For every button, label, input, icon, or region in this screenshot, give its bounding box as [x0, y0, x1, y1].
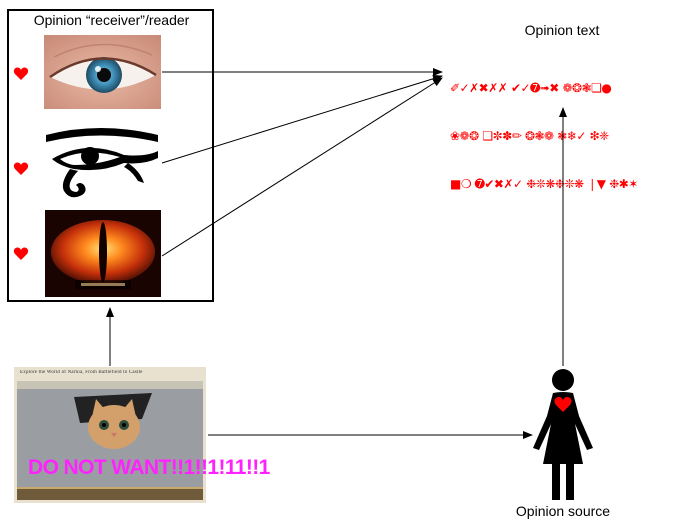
- ceiling-cat-illustration: [14, 367, 206, 503]
- glyph-line: ❀❁❂ ❏✼✽✏ ❂❃❁ ❃❄✓ ❇❈: [450, 129, 609, 143]
- opinion-glyph-text: ✐✓✗✖✗✗ ✔✓➐➟✖ ❁❂❃❏● ❀❁❂ ❏✼✽✏ ❂❃❁ ❃❄✓ ❇❈ ■…: [450, 48, 675, 208]
- dnw-caption: DO NOT WANT!!1!!1!11!!1: [28, 456, 270, 479]
- human-eye-image: [44, 35, 161, 109]
- narnia-header: Explore the World of Narnia, From Battle…: [20, 370, 143, 375]
- receiver-title: Opinion “receiver”/reader: [33, 12, 190, 28]
- eye-of-sauron-image: [45, 210, 161, 297]
- woman-figure-icon: [533, 369, 593, 500]
- arrow-sauron-to-text: [161, 77, 443, 257]
- heart-icon: [13, 162, 29, 175]
- ceiling-cat-image: Explore the World of Narnia, From Battle…: [14, 367, 206, 503]
- heart-icon: [13, 67, 29, 80]
- heart-icon: [13, 247, 29, 260]
- eye-of-horus-icon: [46, 128, 158, 198]
- glyph-line: ✐✓✗✖✗✗ ✔✓➐➟✖ ❁❂❃❏●: [450, 81, 612, 95]
- opinion-text-title: Opinion text: [524, 22, 600, 38]
- arrow-horus-to-text: [161, 74, 443, 164]
- glyph-line: ■❍ ➐✔✖✗✓ ❉❊❋❉❊❋ ❘▼ ❉✱✶: [450, 177, 638, 191]
- opinion-source-label: Opinion source: [515, 503, 611, 519]
